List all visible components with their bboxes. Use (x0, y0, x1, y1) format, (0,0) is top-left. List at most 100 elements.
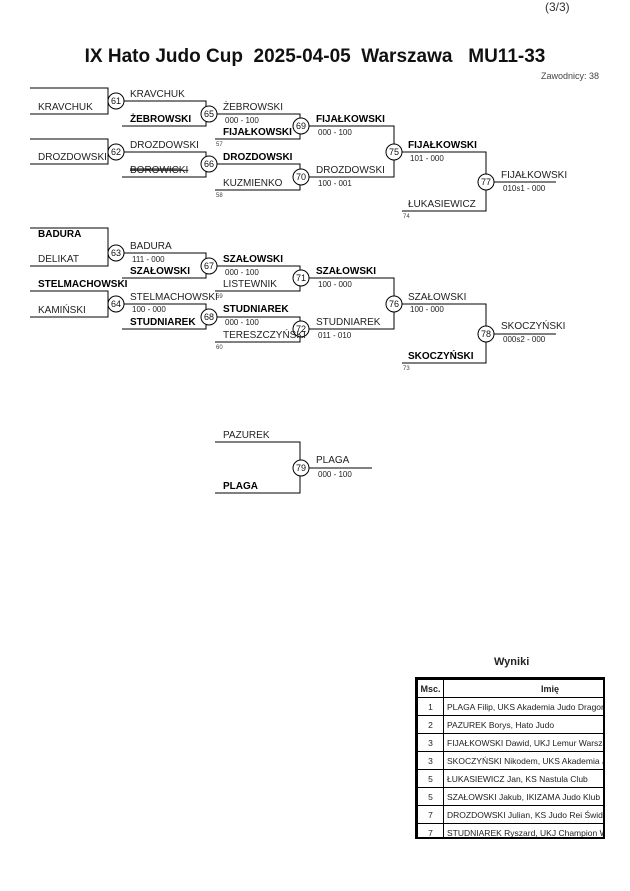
result-place: 3 (417, 733, 444, 752)
competitor-name: FIJAŁKOWSKI (501, 170, 567, 181)
competitor-name: PAZUREK (223, 430, 270, 441)
match-scores: 000 - 100 000 - 100 101 - 000 100 - 001 … (132, 116, 546, 479)
source-match-ref: 74 (403, 214, 410, 220)
competitor-name: KRAVCHUK (130, 89, 185, 100)
competitor-name: BOROWICKI (130, 165, 188, 176)
match-number: 75 (389, 147, 399, 157)
competitor-name: SZAŁOWSKI (223, 254, 283, 265)
match-number: 69 (296, 121, 306, 131)
match-score: 100 - 000 (410, 305, 444, 314)
competitor-name: STUDNIAREK (130, 317, 196, 328)
match-circle (292, 168, 310, 186)
result-name: SZAŁOWSKI Jakub, IKIZAMA Judo Klub Pia (443, 787, 603, 806)
result-name: PAZUREK Borys, Hato Judo (443, 715, 603, 734)
match-number: 78 (481, 329, 491, 339)
match-score: 100 - 001 (318, 179, 352, 188)
match-score: 000s2 - 000 (503, 335, 546, 344)
source-match-ref: 60 (216, 345, 223, 351)
result-name: SKOCZYŃSKI Nikodem, UKS Akademia Judo (443, 751, 603, 770)
match-score: 111 - 000 (132, 255, 165, 264)
competitor-name: TERESZCZYŃSKI (223, 328, 306, 341)
competitor-name: BADURA (38, 229, 81, 240)
match-number: 76 (389, 299, 399, 309)
result-place: 5 (417, 769, 444, 788)
results-row: 3 SKOCZYŃSKI Nikodem, UKS Akademia Judo (417, 751, 603, 770)
competitor-name: DROZDOWSKI (130, 140, 199, 151)
page-number: (3/3) (545, 0, 570, 14)
match-circle (200, 308, 218, 326)
results-row: 1 PLAGA Filip, UKS Akademia Judo Dragon (417, 697, 603, 716)
result-place: 7 (417, 805, 444, 824)
match-number: 70 (296, 172, 306, 182)
competitor-name: SZAŁOWSKI (316, 266, 376, 277)
competitor-name: STUDNIAREK (223, 304, 289, 315)
match-number: 66 (204, 159, 214, 169)
match-number: 61 (111, 96, 121, 106)
competitor-name: SZAŁOWSKI (408, 292, 466, 303)
match-score: 100 - 000 (132, 305, 166, 314)
participants-count: Zawodnicy: 38 (540, 71, 599, 81)
result-name: DROZDOWSKI Julian, KS Judo Rei Świdnik (443, 805, 603, 824)
match-circle (292, 320, 310, 338)
competitor-name: DROZDOWSKI (223, 152, 293, 163)
results-table: Msc. Imię 1 PLAGA Filip, UKS Akademia Ju… (415, 677, 605, 839)
result-place: 1 (417, 697, 444, 716)
result-place: 2 (417, 715, 444, 734)
results-row: 2 PAZUREK Borys, Hato Judo (417, 715, 603, 734)
results-row: 3 FIJAŁKOWSKI Dawid, UKJ Lemur Warszawa (417, 733, 603, 752)
match-circle (200, 155, 218, 173)
match-score: 100 - 000 (318, 280, 352, 289)
match-number: 64 (111, 299, 121, 309)
results-row: 7 DROZDOWSKI Julian, KS Judo Rei Świdnik (417, 805, 603, 824)
competitor-name: DROZDOWSKI (38, 152, 107, 163)
match-score: 000 - 100 (225, 116, 259, 125)
match-number: 71 (296, 273, 306, 283)
match-score: 000 - 100 (225, 318, 259, 327)
name-header: Imię (443, 679, 603, 698)
source-match-ref: 58 (216, 193, 223, 199)
competitor-name: BADURA (130, 241, 172, 252)
match-number: 62 (111, 147, 121, 157)
competitor-name: DROZDOWSKI (316, 165, 385, 176)
competitor-names: KRAVCHUK KRAVCHUK ŻEBROWSKI ŻEBROWSKI FI… (38, 89, 567, 492)
result-name: FIJAŁKOWSKI Dawid, UKJ Lemur Warszawa (443, 733, 603, 752)
competitor-name: SKOCZYŃSKI (501, 319, 565, 332)
competitor-name: KAMIŃSKI (38, 303, 86, 316)
match-score: 010s1 - 000 (503, 184, 546, 193)
results-header-row: Msc. Imię (417, 679, 603, 698)
match-circle (385, 295, 403, 313)
competitor-name: KUZMIENKO (223, 178, 283, 189)
source-match-ref: 73 (403, 366, 410, 372)
source-match-refs: 57 58 74 59 60 73 (216, 142, 410, 372)
match-circle (107, 92, 125, 110)
result-place: 7 (417, 823, 444, 837)
match-circle (385, 143, 403, 161)
match-number: 65 (204, 109, 214, 119)
results-row: 5 SZAŁOWSKI Jakub, IKIZAMA Judo Klub Pia (417, 787, 603, 806)
match-circle (107, 143, 125, 161)
match-score: 101 - 000 (410, 154, 444, 163)
match-number: 68 (204, 312, 214, 322)
match-circle (107, 244, 125, 262)
competitor-name: STUDNIAREK (316, 317, 381, 328)
match-number: 67 (204, 261, 214, 271)
result-name: PLAGA Filip, UKS Akademia Judo Dragon (443, 697, 603, 716)
match-circle (477, 173, 495, 191)
competitor-name: DELIKAT (38, 254, 79, 265)
match-number: 77 (481, 177, 491, 187)
match-circle (200, 105, 218, 123)
result-name: ŁUKASIEWICZ Jan, KS Nastula Club (443, 769, 603, 788)
results-title: Wyniki (494, 656, 530, 668)
results-row: 7 STUDNIAREK Ryszard, UKJ Champion Wars (417, 823, 603, 837)
competitor-name: PLAGA (316, 455, 350, 466)
competitor-name: FIJAŁKOWSKI (316, 114, 385, 125)
competitor-name: LISTEWNIK (223, 279, 277, 290)
competitor-name: STELMACHOWSKI (38, 279, 128, 290)
competitor-name: FIJAŁKOWSKI (408, 140, 477, 151)
result-place: 5 (417, 787, 444, 806)
match-score: 011 - 010 (318, 331, 352, 340)
match-numbers: 61 62 65 66 69 70 75 77 63 64 67 68 71 7… (107, 92, 495, 477)
result-place: 3 (417, 751, 444, 770)
competitor-name: STELMACHOWSKI (130, 292, 218, 303)
